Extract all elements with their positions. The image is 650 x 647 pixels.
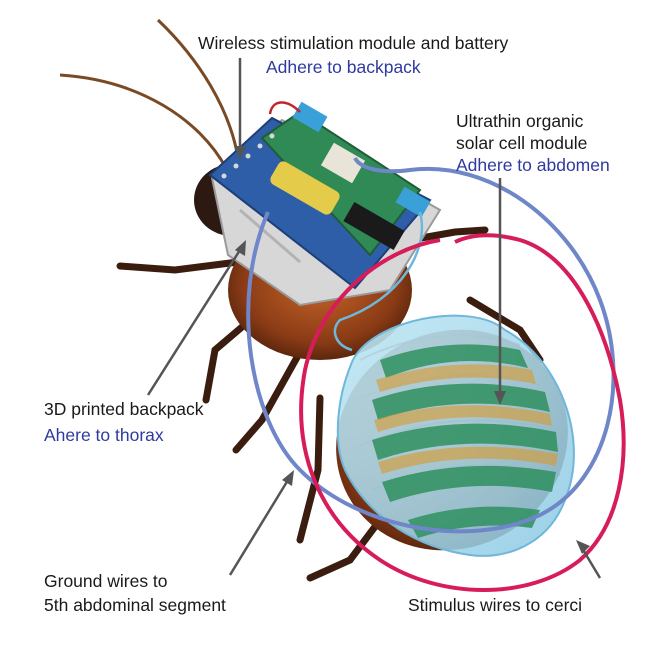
arrowhead-module bbox=[234, 146, 246, 160]
leader-backpack bbox=[146, 249, 242, 396]
label-ground-line2: 5th abdominal segment bbox=[44, 595, 226, 615]
arrowhead-stimulus bbox=[576, 540, 590, 554]
stimulus-wire-loop bbox=[299, 233, 626, 592]
module-antenna-block bbox=[343, 201, 405, 251]
label-backpack-note: Ahere to thorax bbox=[44, 425, 164, 445]
leader-arrowheads bbox=[234, 146, 590, 554]
module-to-solar-wire bbox=[333, 211, 424, 352]
label-module-title: Wireless stimulation module and battery bbox=[198, 33, 509, 53]
connector-top bbox=[292, 101, 328, 133]
label-solar-note: Adhere to abdomen bbox=[456, 155, 610, 175]
label-solar-line1: Ultrathin organic bbox=[456, 111, 584, 131]
label-stimulus: Stimulus wires to cerci bbox=[408, 595, 583, 615]
module-battery bbox=[270, 161, 340, 215]
module-chip bbox=[320, 142, 366, 184]
label-backpack-title: 3D printed backpack bbox=[44, 399, 204, 419]
arrowhead-backpack bbox=[235, 240, 246, 256]
module-wire-red bbox=[268, 101, 301, 115]
antenna-right bbox=[156, 18, 240, 159]
solar-cell-orange-bands bbox=[374, 364, 558, 474]
leader-lines bbox=[146, 58, 602, 579]
ground-wire-loop bbox=[246, 156, 616, 534]
connector-right bbox=[395, 186, 431, 218]
arrowhead-ground bbox=[282, 470, 294, 486]
label-solar-line2: solar cell module bbox=[456, 133, 588, 153]
leader-ground bbox=[228, 479, 290, 576]
board-pins bbox=[221, 133, 331, 287]
label-module-note: Adhere to backpack bbox=[266, 57, 421, 77]
label-ground-line1: Ground wires to bbox=[44, 571, 168, 591]
leader-stimulus bbox=[580, 547, 602, 579]
antenna-left bbox=[59, 73, 228, 169]
arrowhead-solar bbox=[494, 391, 506, 405]
